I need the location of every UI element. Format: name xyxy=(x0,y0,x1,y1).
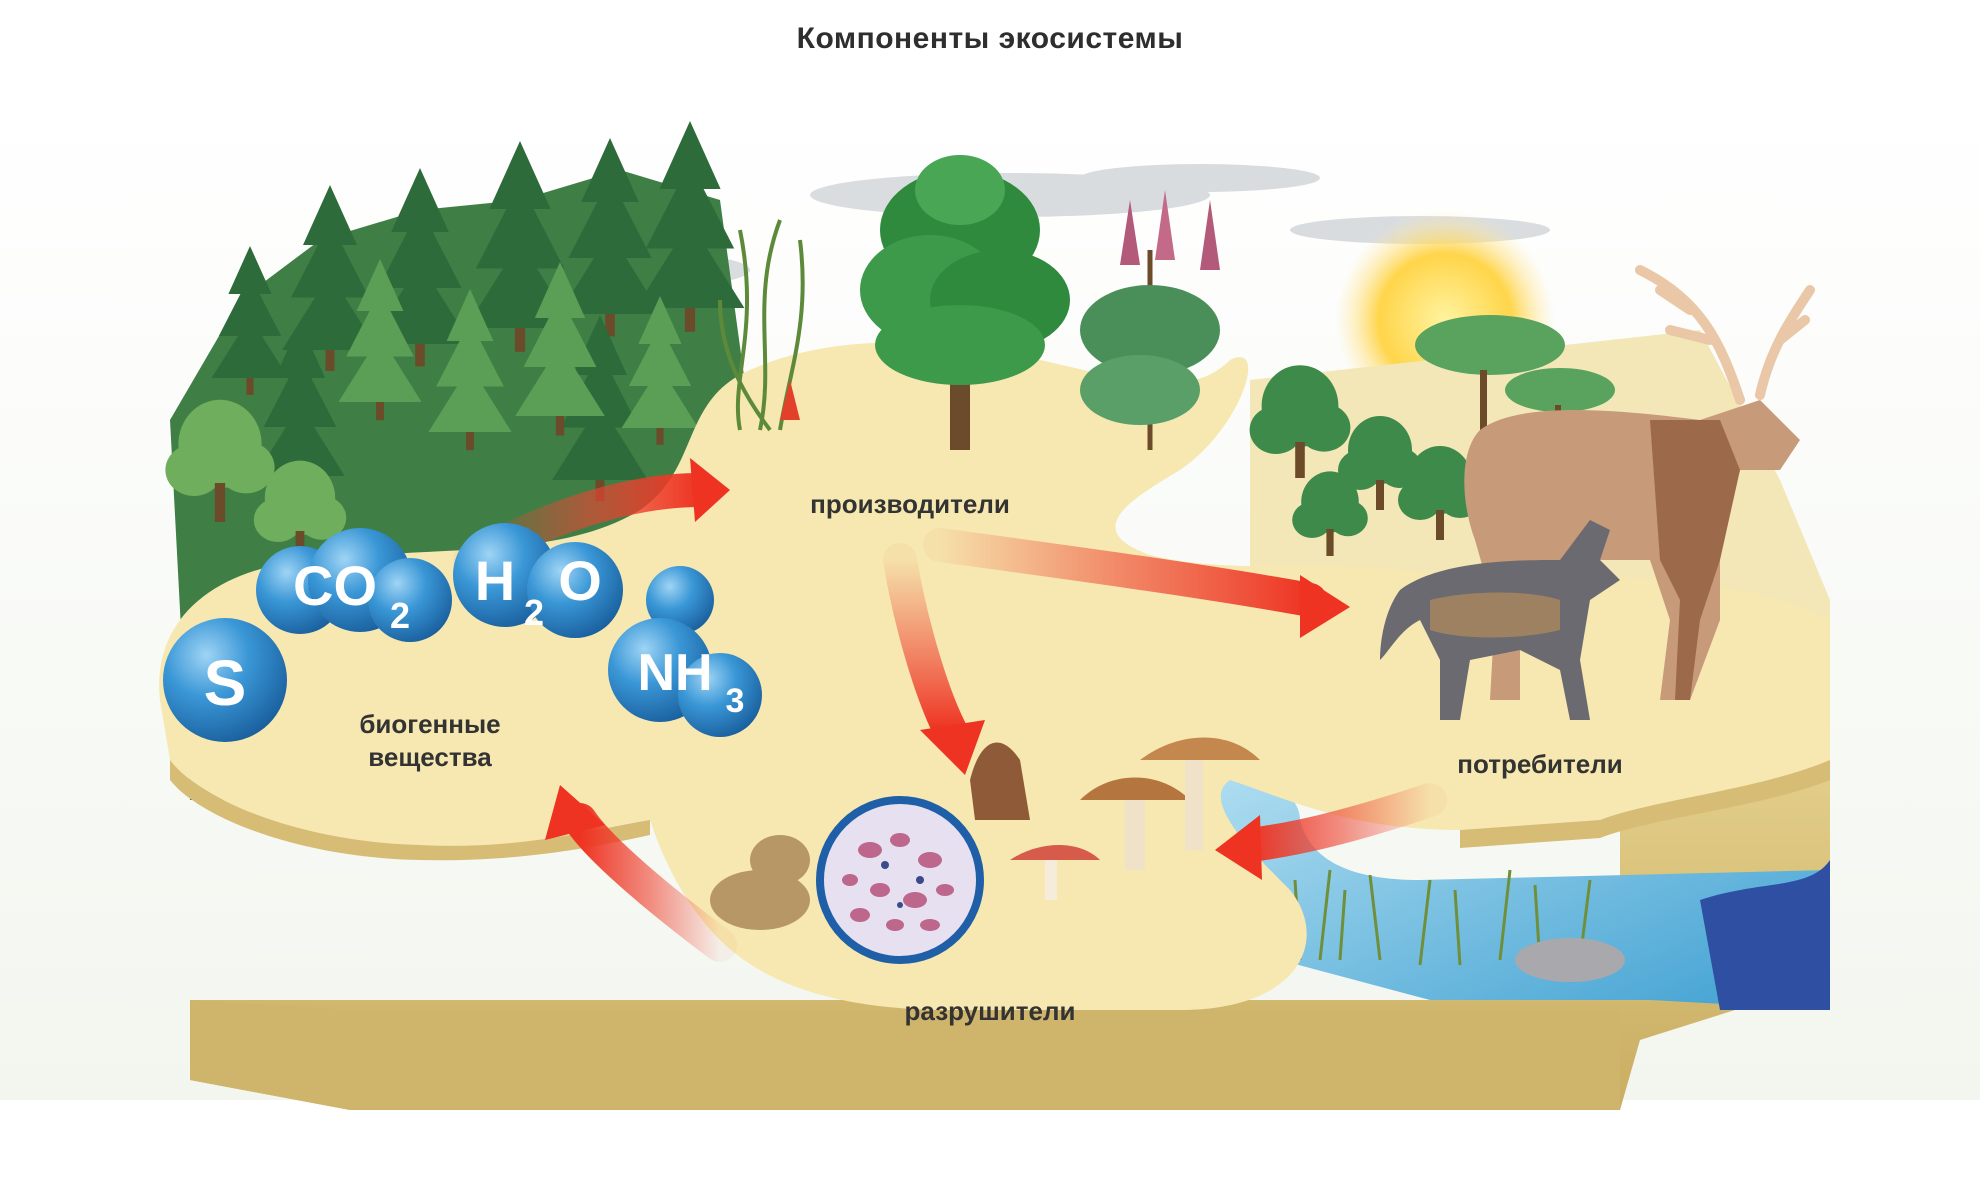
molecule-s: S xyxy=(163,618,287,742)
arrow-producers-to-decomposers xyxy=(883,543,985,775)
svg-text:O: O xyxy=(558,549,602,612)
svg-text:NH: NH xyxy=(637,644,712,702)
lichen xyxy=(710,835,810,930)
svg-text:3: 3 xyxy=(726,682,745,720)
label-producers: производители xyxy=(810,489,1010,519)
svg-text:CO: CO xyxy=(293,554,377,617)
svg-text:2: 2 xyxy=(390,595,410,636)
platform-top xyxy=(159,342,1830,1010)
svg-text:S: S xyxy=(204,647,247,719)
reeds xyxy=(1293,869,1592,966)
label-nutrients-line2: вещества xyxy=(368,741,492,772)
diagram-title: Компоненты экосистемы xyxy=(796,22,1184,55)
label-nutrients-line1: биогенные xyxy=(359,709,501,739)
decomposers-illustration xyxy=(710,737,1260,964)
arrow-decomposers-to-nutrients xyxy=(545,785,737,962)
svg-text:H: H xyxy=(475,549,515,612)
nutrient-molecules: S CO 2 H 2 O NH 3 xyxy=(163,523,762,742)
cycle-arrows xyxy=(453,458,1447,962)
deer-icon xyxy=(1464,265,1815,700)
label-consumers: потребители xyxy=(1457,749,1623,779)
molecule-nh3: NH 3 xyxy=(608,566,762,737)
molecule-co2: CO 2 xyxy=(256,528,452,642)
arrow-consumers-to-decomposers xyxy=(1215,783,1447,880)
arrow-producers-to-consumers xyxy=(923,528,1350,638)
producer-plants xyxy=(718,155,1220,450)
molecule-h2o: H 2 O xyxy=(453,523,623,638)
platform-base xyxy=(190,760,1830,1110)
svg-text:2: 2 xyxy=(524,592,544,633)
wolf-icon xyxy=(1380,520,1620,720)
label-nutrients: биогенные вещества xyxy=(320,708,540,773)
label-decomposers: разрушители xyxy=(904,996,1076,1026)
rock xyxy=(1515,938,1625,982)
mushroom-icon xyxy=(970,737,1260,900)
